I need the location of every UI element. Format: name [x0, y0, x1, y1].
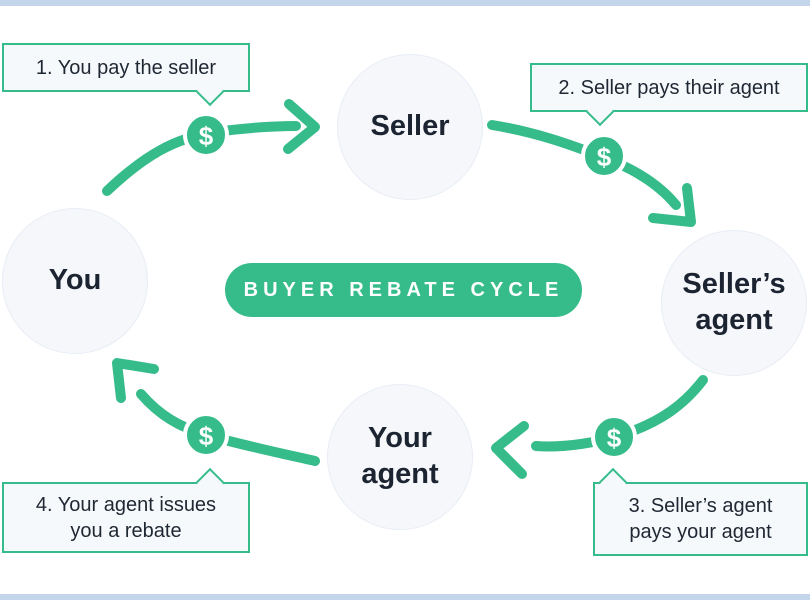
callout-step-3: 3. Seller’s agent pays your agent [593, 467, 808, 556]
callout-step-2-text: 2. Seller pays their agent [558, 76, 780, 99]
callout-step-1: 1. You pay the seller [2, 43, 250, 107]
dollar-icon: $ [183, 412, 229, 458]
callout-text-line: 4. Your agent issues [35, 493, 217, 516]
callout-text-line: you a rebate [70, 519, 182, 542]
callout-step-4: 4. Your agent issues you a rebate [2, 467, 250, 553]
node-sellers-agent: Seller’s agent [661, 230, 807, 376]
node-label-line: Seller’s [682, 268, 786, 301]
cycle-title: BUYER REBATE CYCLE [243, 278, 564, 301]
node-label-line: Your [368, 422, 432, 455]
dollar-icon: $ [591, 414, 637, 460]
callout-step-3-text: 3. Seller’s agent pays your agent [629, 493, 773, 545]
callout-step-1-text: 1. You pay the seller [35, 56, 217, 79]
node-you-label: You [48, 264, 102, 297]
dollar-sign: $ [199, 121, 214, 151]
dollar-sign: $ [607, 423, 622, 453]
dollar-sign: $ [597, 142, 612, 172]
dollar-icon: $ [581, 133, 627, 179]
node-your-agent-label: Your agent [361, 421, 438, 493]
node-label-line: agent [361, 458, 439, 490]
node-you: You [2, 208, 148, 354]
top-border-strip [0, 0, 810, 6]
node-sellers-agent-label: Seller’s agent [682, 267, 785, 339]
cycle-title-badge: BUYER REBATE CYCLE [225, 263, 582, 317]
node-your-agent: Your agent [327, 384, 473, 530]
node-label-line: agent [695, 304, 773, 336]
node-seller-label: Seller [370, 110, 450, 143]
dollar-icon: $ [183, 112, 229, 158]
dollar-sign: $ [199, 421, 214, 451]
callout-text-line: 3. Seller’s agent [628, 495, 773, 517]
callout-step-4-text: 4. Your agent issues you a rebate [36, 492, 216, 544]
callout-text-line: pays your agent [629, 521, 772, 543]
node-seller: Seller [337, 54, 483, 200]
callout-step-2: 2. Seller pays their agent [530, 63, 808, 127]
bottom-border-strip [0, 594, 810, 600]
